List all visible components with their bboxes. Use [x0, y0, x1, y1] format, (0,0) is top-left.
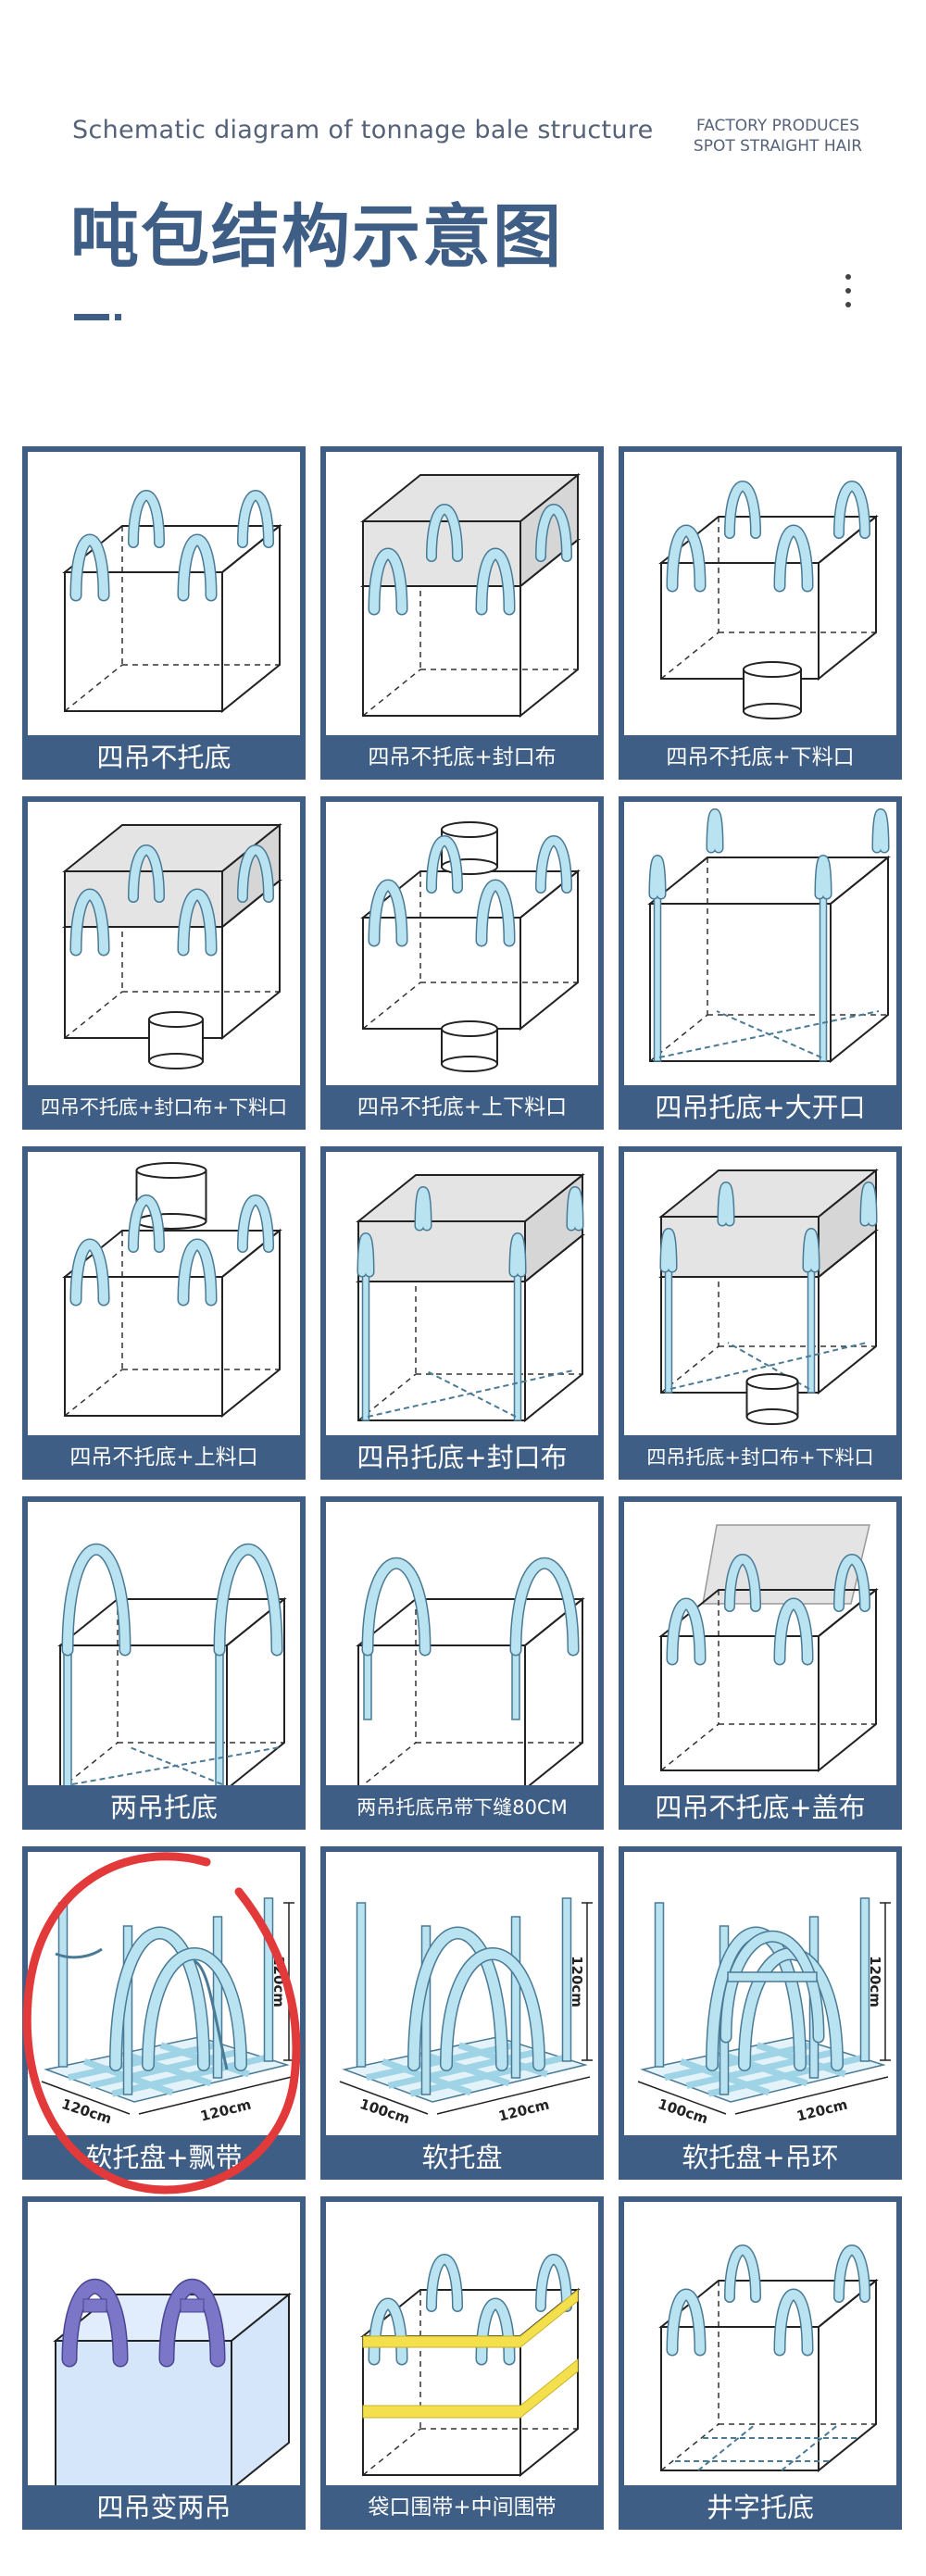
bag-illustration: [28, 1152, 300, 1435]
bag-type-label: 两吊托底吊带下缝80CM: [357, 1796, 568, 1819]
factory-note-line1: FACTORY PRODUCES: [695, 117, 860, 135]
bag-type-label: 四吊不托底: [96, 742, 232, 773]
bag-illustration: [326, 802, 598, 1085]
bag-illustration: [624, 1152, 896, 1435]
bag-type-label: 四吊托底+封口布: [357, 1442, 568, 1473]
bag-illustration: [28, 2202, 300, 2485]
bag-type-cell: 120cm 100cm 120cm 软托盘: [320, 1846, 604, 2180]
bag-type-label: 四吊不托底+上料口: [69, 1445, 258, 1469]
bag-illustration: [28, 1502, 300, 1785]
bag-type-label: 四吊变两吊: [96, 2492, 232, 2523]
bag-type-label: 软托盘+飘带: [85, 2142, 243, 2173]
bag-type-label: 四吊不托底+封口布: [368, 745, 557, 769]
bag-type-cell: 四吊不托底+封口布+下料口: [22, 796, 306, 1130]
bag-type-label: 四吊托底+封口布+下料口: [646, 1446, 874, 1469]
bag-illustration: [326, 1152, 598, 1435]
bag-type-label: 四吊托底+大开口: [655, 1092, 866, 1123]
bag-type-label: 四吊不托底+封口布+下料口: [40, 1096, 288, 1119]
bag-type-cell: 袋口围带+中间围带: [320, 2196, 604, 2530]
bag-illustration: [28, 802, 300, 1085]
bag-illustration: 120cm 100cm 120cm: [624, 1852, 896, 2135]
height-dimension-label: 120cm: [867, 1956, 883, 2007]
bag-type-label: 袋口围带+中间围带: [368, 2495, 557, 2520]
bag-type-cell: 两吊托底吊带下缝80CM: [320, 1496, 604, 1830]
bag-illustration: [624, 802, 896, 1085]
bag-illustration: [624, 1502, 896, 1785]
length-dimension-label: 100cm: [656, 2095, 710, 2127]
bag-type-cell: 四吊不托底+盖布: [619, 1496, 902, 1830]
bag-illustration: [326, 452, 598, 735]
bag-type-cell: 四吊不托底+下料口: [619, 446, 902, 780]
bag-type-cell: 四吊不托底: [22, 446, 306, 780]
bag-type-cell: 井字托底: [619, 2196, 902, 2530]
bag-type-cell: 四吊不托底+封口布: [320, 446, 604, 780]
bag-type-cell: 四吊托底+封口布: [320, 1146, 604, 1480]
width-dimension-label: 120cm: [497, 2096, 552, 2125]
bag-type-cell: 四吊托底+大开口: [619, 796, 902, 1130]
bag-type-label: 软托盘: [421, 2142, 503, 2173]
page-title: 吨包结构示意图: [70, 197, 563, 277]
bag-type-label: 两吊托底: [109, 1792, 218, 1823]
bag-illustration: 120cm 100cm 120cm: [326, 1852, 598, 2135]
bag-type-cell: 四吊不托底+上料口: [22, 1146, 306, 1480]
bag-illustration: [326, 1502, 598, 1785]
bag-type-cell: 四吊托底+封口布+下料口: [619, 1146, 902, 1480]
factory-note-line2: SPOT STRAIGHT HAIR: [693, 137, 863, 156]
title-underline-dot: [115, 314, 121, 320]
bag-type-cell: 四吊不托底+上下料口: [320, 796, 604, 1130]
more-options-icon[interactable]: [844, 274, 853, 315]
page-subtitle: Schematic diagram of tonnage bale struct…: [72, 116, 654, 144]
bag-illustration: [624, 452, 896, 735]
width-dimension-label: 120cm: [795, 2096, 850, 2125]
bag-illustration: [624, 2202, 896, 2485]
bag-type-cell: 两吊托底: [22, 1496, 306, 1830]
factory-note: FACTORY PRODUCES SPOT STRAIGHT HAIR: [676, 116, 880, 156]
bag-type-label: 四吊不托底+下料口: [666, 745, 855, 769]
bag-type-label: 四吊不托底+上下料口: [357, 1095, 568, 1119]
bag-illustration: [326, 2202, 598, 2485]
length-dimension-label: 100cm: [357, 2095, 412, 2127]
bag-type-label: 软托盘+吊环: [682, 2142, 839, 2173]
bag-type-cell: 120cm 100cm 120cm 软托盘+吊环: [619, 1846, 902, 2180]
bag-type-label: 井字托底: [706, 2492, 814, 2523]
title-underline: [74, 314, 109, 320]
bag-illustration: [28, 452, 300, 735]
bag-type-cell: 四吊变两吊: [22, 2196, 306, 2530]
red-annotation-circle: [22, 1852, 301, 2195]
height-dimension-label: 120cm: [569, 1956, 585, 2007]
bag-type-label: 四吊不托底+盖布: [655, 1792, 866, 1823]
